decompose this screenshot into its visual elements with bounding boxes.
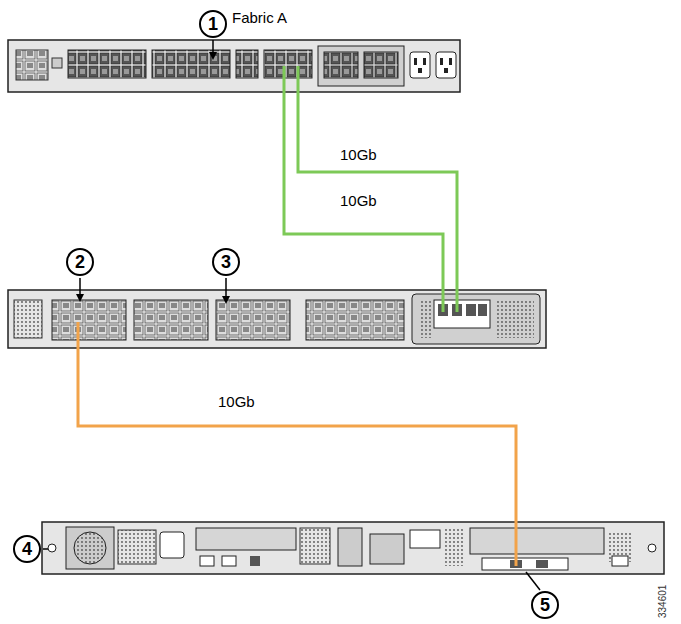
- leader-line: [43, 548, 48, 550]
- callout-text: 5: [540, 596, 550, 614]
- figure-number: 334601: [657, 585, 668, 618]
- leader-line: [526, 572, 540, 590]
- callout-text: 4: [22, 540, 32, 558]
- orange-cable: [78, 322, 516, 566]
- bandwidth-label: 10Gb: [340, 147, 377, 164]
- bandwidth-label: 10Gb: [218, 394, 255, 411]
- fabric-extender: [8, 290, 546, 348]
- fabric-label: Fabric A: [232, 10, 287, 27]
- leader-arrow: [222, 296, 230, 304]
- fabric-interconnect: [8, 40, 460, 92]
- callout-number: 2: [66, 248, 94, 276]
- green-cable: [284, 66, 443, 312]
- callout-number: 4: [13, 535, 41, 563]
- bandwidth-label: 10Gb: [340, 193, 377, 210]
- leader-arrow: [209, 52, 217, 60]
- callout-text: 2: [75, 253, 85, 271]
- green-cable: [298, 66, 457, 312]
- callout-text: 3: [221, 253, 231, 271]
- callout-number: 5: [531, 591, 559, 619]
- rack-server: [42, 522, 664, 574]
- callout-number: 1: [199, 10, 227, 38]
- callout-text: 1: [208, 15, 218, 33]
- leader-arrow: [76, 294, 84, 302]
- callout-number: 3: [212, 248, 240, 276]
